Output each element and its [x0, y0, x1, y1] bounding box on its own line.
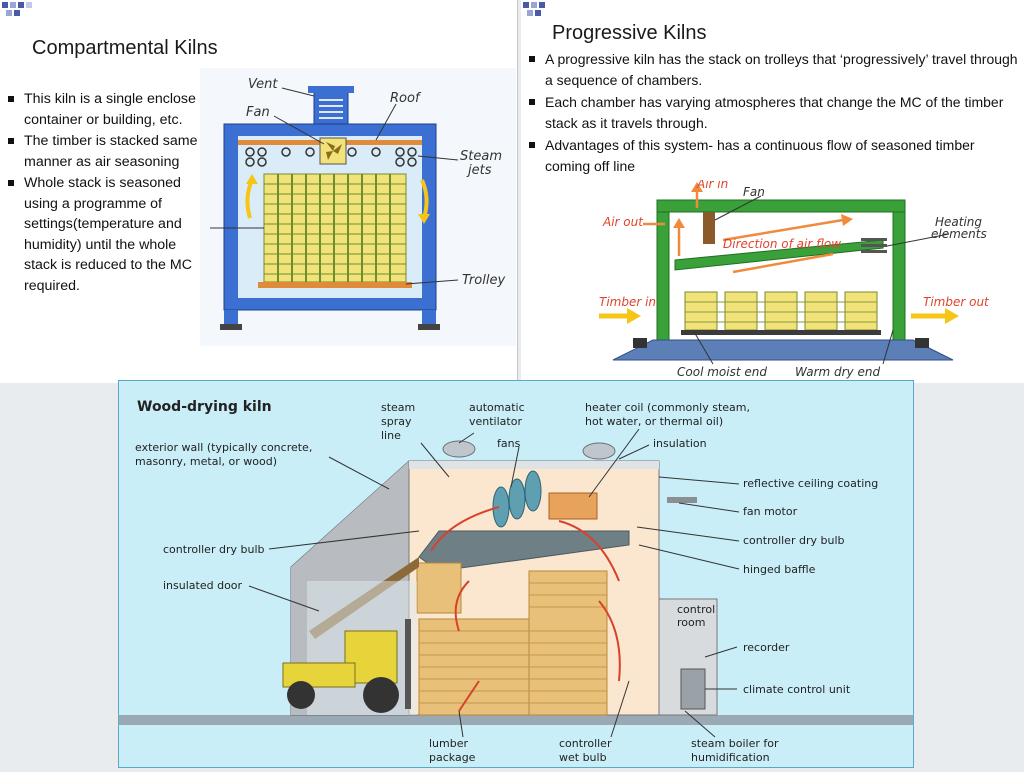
label-air-out: Air out	[602, 215, 644, 229]
label-control-room-2: room	[677, 616, 705, 629]
bullet-item: This kiln is a single enclose container …	[6, 89, 202, 130]
label-air-flow: Direction of air flow	[723, 237, 841, 251]
bullet-list: A progressive kiln has the stack on trol…	[527, 49, 1019, 178]
label-fan: Fan	[246, 105, 270, 120]
bullet-item: Whole stack is seasoned using a programm…	[6, 173, 202, 296]
label-timber-in: Timber in	[599, 295, 656, 309]
corner-decoration-icon	[521, 0, 561, 20]
label-steam: Steam	[460, 149, 502, 164]
bullet-item: Advantages of this system- has a continu…	[527, 135, 1019, 176]
compartmental-kiln-diagram: Vent Fan Roof Steam jets Trolley	[200, 68, 516, 346]
label-elements: elements	[931, 227, 987, 241]
label-ventilator-1: automatic	[469, 401, 525, 414]
label-air-in: Air in	[696, 180, 728, 191]
label-controller-dry-bulb-left: controller dry bulb	[163, 543, 264, 556]
label-ventilator-2: ventilator	[469, 415, 522, 428]
label-lumber-package-2: package	[429, 751, 476, 764]
label-timber-out: Timber out	[923, 295, 990, 309]
bullet-item: The timber is stacked same manner as air…	[6, 131, 202, 172]
label-cool-end: Cool moist end	[677, 365, 767, 379]
compartmental-kilns-slide: Compartmental Kilns This kiln is a singl…	[0, 0, 518, 383]
label-insulated-door: insulated door	[163, 579, 243, 592]
slide-title: Compartmental Kilns	[32, 37, 218, 59]
label-vent: Vent	[248, 77, 278, 92]
bullet-list: This kiln is a single enclose container …	[6, 89, 202, 297]
label-trolley: Trolley	[462, 273, 505, 288]
diagram-title: Wood-drying kiln	[137, 399, 272, 415]
label-fan: Fan	[743, 185, 765, 199]
label-fans: fans	[497, 437, 521, 450]
corner-decoration-icon	[0, 0, 40, 20]
label-heating: Heating	[935, 215, 982, 229]
bullet-item: Each chamber has varying atmospheres tha…	[527, 92, 1019, 133]
slide-title: Progressive Kilns	[552, 22, 707, 44]
label-roof: Roof	[390, 91, 422, 106]
wood-drying-kiln-diagram: Wood-drying kiln steam spray line automa…	[118, 380, 914, 768]
label-reflective-ceiling: reflective ceiling coating	[743, 477, 878, 490]
label-heater-coil-1: heater coil (commonly steam,	[585, 401, 750, 414]
label-fan-motor: fan motor	[743, 505, 798, 518]
label-climate-control: climate control unit	[743, 683, 851, 696]
label-warm-end: Warm dry end	[795, 365, 880, 379]
label-insulation: insulation	[653, 437, 707, 450]
label-heater-coil-2: hot water, or thermal oil)	[585, 415, 723, 428]
label-exterior-wall-2: masonry, metal, or wood)	[135, 455, 277, 468]
label-control-room-1: control	[677, 603, 715, 616]
progressive-kilns-slide: Progressive Kilns A progressive kiln has…	[521, 0, 1024, 383]
label-jets: jets	[466, 163, 492, 178]
bullet-item: A progressive kiln has the stack on trol…	[527, 49, 1019, 90]
label-hinged-baffle: hinged baffle	[743, 563, 816, 576]
wood-drying-kiln-illustration: Wood-drying kiln steam spray line automa…	[119, 399, 913, 764]
label-steam-boiler-1: steam boiler for	[691, 737, 779, 750]
label-wet-bulb-1: controller	[559, 737, 612, 750]
label-controller-dry-bulb-right: controller dry bulb	[743, 534, 844, 547]
label-exterior-wall-1: exterior wall (typically concrete,	[135, 441, 312, 454]
label-steam-spray-1: steam	[381, 401, 415, 414]
progressive-kiln-diagram: Air in Fan Air out Heating elements Dire…	[599, 180, 990, 379]
label-steam-spray-3: line	[381, 429, 401, 442]
label-steam-boiler-2: humidification	[691, 751, 770, 764]
label-steam-spray-2: spray	[381, 415, 412, 428]
label-recorder: recorder	[743, 641, 790, 654]
label-wet-bulb-2: wet bulb	[559, 751, 607, 764]
label-lumber-package-1: lumber	[429, 737, 468, 750]
